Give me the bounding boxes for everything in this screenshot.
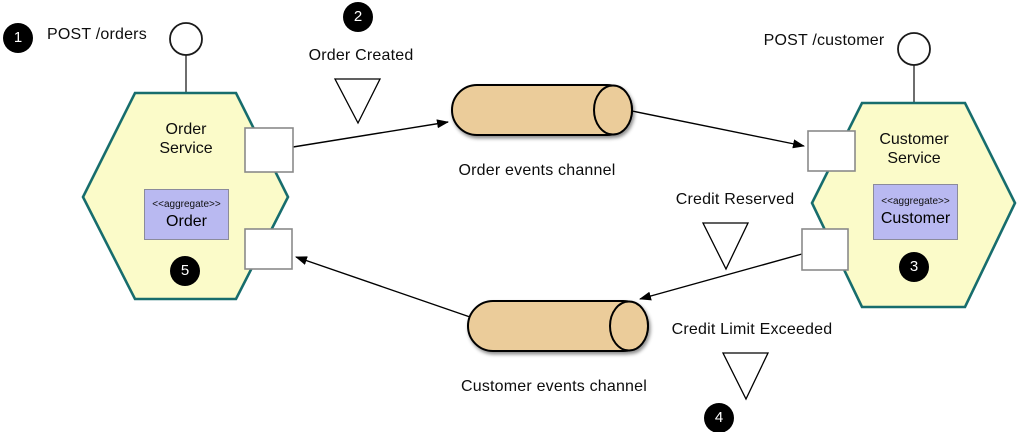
arrow-order-channel-to-customer-service [631,110,805,149]
order-events-channel-cylinder [451,84,633,136]
order-aggregate-name: Order [166,212,207,230]
credit-reserved-event-triangle-icon [701,222,750,271]
order-created-label: Order Created [308,47,414,64]
step-badge-5: 5 [170,256,200,286]
step-badge-4: 4 [704,403,734,432]
order-service-interface-circle-icon [169,22,203,56]
customer-service-publish-port [801,228,849,271]
order-aggregate-box: <<aggregate>> Order [144,189,229,240]
order-created-event-triangle-icon [333,78,382,125]
customer-aggregate-box: <<aggregate>> Customer [873,184,958,240]
step-badge-3: 3 [899,252,929,282]
arrow-customer-channel-to-order-service [295,256,471,318]
arrow-order-service-to-order-channel [292,119,449,148]
customer-aggregate-name: Customer [880,210,951,227]
post-customer-label: POST /customer [763,32,885,49]
credit-limit-exceeded-event-triangle-icon [721,352,770,401]
customer-service-subscribe-port [807,130,856,172]
credit-reserved-label: Credit Reserved [675,191,795,208]
order-aggregate-stereotype: <<aggregate>> [152,198,221,210]
order-events-channel-end-face [593,84,633,136]
customer-aggregate-stereotype: <<aggregate>> [881,196,950,207]
credit-limit-exceeded-label: Credit Limit Exceeded [671,321,833,338]
customer-events-channel-cylinder [467,300,649,352]
customer-service-name: Customer Service [879,131,949,167]
post-orders-label: POST /orders [47,26,147,43]
customer-events-channel-label: Customer events channel [460,378,648,395]
order-service-subscribe-port [244,228,293,270]
order-service-publish-port [244,127,294,173]
order-service-name: Order Service [159,121,213,157]
arrow-customer-service-to-customer-channel [639,253,803,301]
customer-events-channel-end-face [609,300,649,352]
customer-service-interface-circle-icon [897,32,931,66]
order-events-channel-label: Order events channel [458,162,616,179]
step-badge-2: 2 [343,2,373,32]
step-badge-1: 1 [3,23,33,53]
